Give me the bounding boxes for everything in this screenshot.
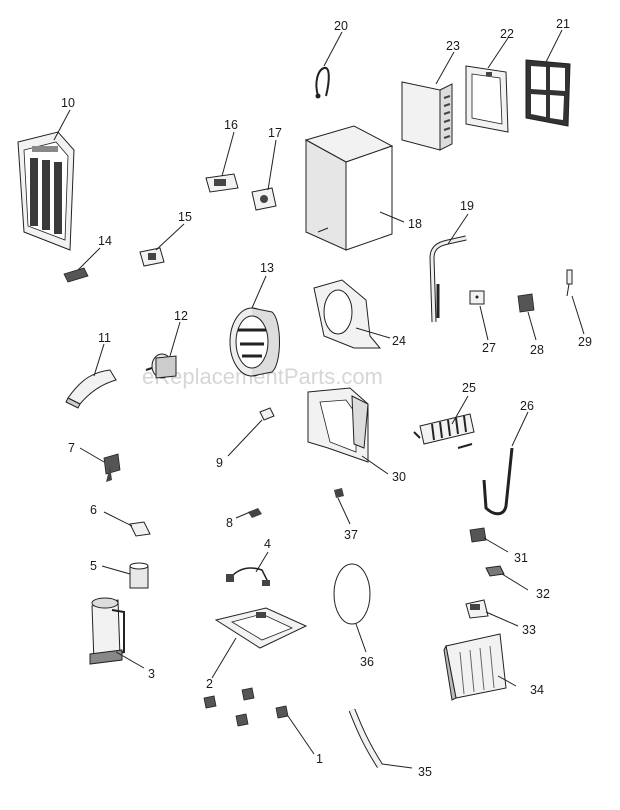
callout-3: 3 xyxy=(148,667,155,681)
part-1-feet xyxy=(203,687,289,727)
callout-34: 34 xyxy=(530,683,544,697)
callout-4: 4 xyxy=(264,537,271,551)
part-20-sensor-wire xyxy=(315,66,330,99)
callout-20: 20 xyxy=(334,19,348,33)
callout-31: 31 xyxy=(514,551,528,565)
callout-1: 1 xyxy=(316,752,323,766)
leader-lines xyxy=(53,29,585,769)
part-8-screw xyxy=(248,508,262,518)
part-7-clip xyxy=(103,453,121,482)
callout-18: 18 xyxy=(408,217,422,231)
callout-33: 33 xyxy=(522,623,536,637)
part-3-compressor xyxy=(89,597,125,665)
part-22-filter-frame xyxy=(465,65,509,133)
callout-2: 2 xyxy=(206,677,213,691)
part-29-fuse xyxy=(566,269,573,297)
callout-26: 26 xyxy=(520,399,534,413)
part-4-cord xyxy=(226,567,270,586)
part-21-filter xyxy=(525,59,571,127)
part-37-fitting xyxy=(334,488,344,498)
part-18-cabinet xyxy=(304,125,394,251)
callout-14: 14 xyxy=(98,234,112,248)
part-17-control-module xyxy=(251,187,277,211)
callout-10: 10 xyxy=(61,96,75,110)
callout-36: 36 xyxy=(360,655,374,669)
callout-8: 8 xyxy=(226,516,233,530)
callout-17: 17 xyxy=(268,126,282,140)
callout-labels: 10 16 17 15 14 20 23 22 21 18 19 24 13 1… xyxy=(61,17,592,779)
callout-13: 13 xyxy=(260,261,274,275)
part-24-fan-housing xyxy=(313,279,382,349)
part-16-display-module xyxy=(205,173,239,193)
callout-23: 23 xyxy=(446,39,460,53)
callout-25: 25 xyxy=(462,381,476,395)
part-34-water-tank xyxy=(443,633,507,701)
callout-24: 24 xyxy=(392,334,406,348)
callout-12: 12 xyxy=(174,309,188,323)
part-25-heater xyxy=(413,413,475,449)
part-32-pad xyxy=(485,565,505,577)
part-15-switch xyxy=(139,247,165,267)
part-2-base-pan xyxy=(214,607,308,649)
callout-7: 7 xyxy=(68,441,75,455)
part-28-switch xyxy=(517,293,535,313)
callout-15: 15 xyxy=(178,210,192,224)
part-31-float-switch xyxy=(469,527,487,543)
callout-27: 27 xyxy=(482,341,496,355)
callout-29: 29 xyxy=(578,335,592,349)
part-30-bracket xyxy=(307,387,369,463)
callout-32: 32 xyxy=(536,587,550,601)
callout-19: 19 xyxy=(460,199,474,213)
part-35-drain-tube xyxy=(348,708,383,768)
part-19-tube xyxy=(429,235,467,323)
callout-6: 6 xyxy=(90,503,97,517)
callout-9: 9 xyxy=(216,456,223,470)
part-33-float xyxy=(465,599,489,619)
part-5-capacitor xyxy=(129,562,149,589)
part-11-duct xyxy=(65,369,117,409)
part-9-bushing xyxy=(259,407,275,421)
callout-22: 22 xyxy=(500,27,514,41)
part-13-fan-wheel xyxy=(229,307,280,377)
part-10-front-panel xyxy=(17,131,75,251)
part-23-evaporator xyxy=(401,81,453,151)
callout-30: 30 xyxy=(392,470,406,484)
callout-37: 37 xyxy=(344,528,358,542)
callout-28: 28 xyxy=(530,343,544,357)
part-12-motor xyxy=(145,353,177,379)
part-14-control-board xyxy=(63,267,89,283)
part-6-bracket xyxy=(129,521,151,537)
callout-11: 11 xyxy=(98,331,111,345)
callout-35: 35 xyxy=(418,765,432,779)
part-27-sensor xyxy=(469,290,485,305)
part-26-drain-hose xyxy=(482,447,514,516)
callout-16: 16 xyxy=(224,118,238,132)
callout-21: 21 xyxy=(556,17,570,31)
part-36-gasket xyxy=(333,563,371,625)
callout-5: 5 xyxy=(90,559,97,573)
